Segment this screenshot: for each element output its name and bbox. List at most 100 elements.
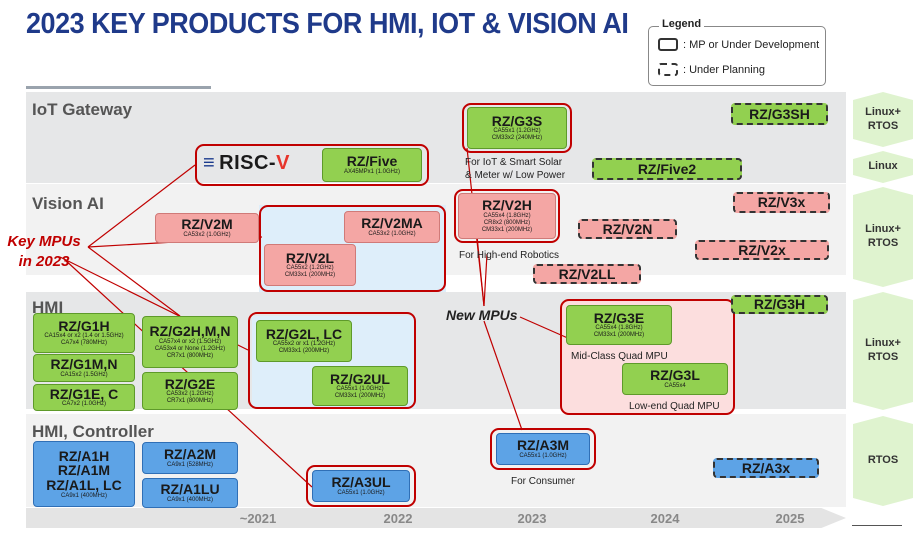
product-name: RZ/A1LU xyxy=(160,481,220,498)
product-rz-g3l[interactable]: RZ/G3L CA55x4 xyxy=(622,363,728,395)
product-name: RZ/G2UL xyxy=(330,370,390,387)
risc-v-logo-v: V xyxy=(276,152,290,174)
legend-solid-box-icon xyxy=(658,38,678,51)
product-spec: CA53x2 (1.0GHz) xyxy=(183,231,231,238)
timeline-year: 2025 xyxy=(775,511,805,526)
highlight-a3ul xyxy=(306,465,416,507)
product-spec: CA15x2 (1.5GHz) xyxy=(60,371,108,378)
product-name: RZ/A3UL xyxy=(331,474,391,491)
annotation-key-mpus: Key MPUs in 2023 xyxy=(7,233,81,270)
timeline-year: 2022 xyxy=(383,511,413,526)
product-name: RZ/V2MA xyxy=(361,215,423,232)
product-spec: CA15x4 or x2 (1.4 or 1.5GHz) CA7x4 (780M… xyxy=(44,333,124,347)
product-spec: CA7x2 (1.0GHz) xyxy=(61,401,106,408)
highlight-a3m xyxy=(490,428,596,470)
product-name: RZ/G3SH xyxy=(749,105,810,122)
segment-title-hmi-controller: HMI, Controller xyxy=(32,422,154,441)
product-spec: CA55x2 or x1 (1.2GHz) CM33x1 (200MHz) xyxy=(272,341,336,355)
segment-title-hmi: HMI xyxy=(32,298,64,317)
product-rz-g1mn[interactable]: RZ/G1M,N CA15x2 (1.5GHz) xyxy=(33,354,135,382)
highlight-hmi-2024 xyxy=(560,299,735,415)
product-rz-a1[interactable]: RZ/A1H RZ/A1M RZ/A1L, LC CA9x1 (400MHz) xyxy=(33,441,135,507)
product-rz-g2hmn[interactable]: RZ/G2H,M,N CA57x4 or x2 (1.5GHz) CA53x4 … xyxy=(142,316,238,368)
product-rz-five2[interactable]: RZ/Five2 xyxy=(592,158,742,180)
product-name: RZ/G1M,N xyxy=(50,356,118,373)
product-name: RZ/V3x xyxy=(757,194,806,211)
product-name: RZ/A3x xyxy=(741,459,791,476)
product-name: RZ/G2L, LC xyxy=(265,325,343,342)
product-name: RZ/G1H xyxy=(58,317,110,334)
timeline-year: ~2021 xyxy=(239,511,277,526)
risc-v-logo: ≡ RISC-V xyxy=(203,152,290,175)
product-name: RZ/V2M xyxy=(181,216,233,233)
legend-title: Legend xyxy=(659,18,705,30)
highlight-g3s xyxy=(462,103,572,153)
highlight-risc-v xyxy=(195,144,429,186)
product-name: RZ/G2E xyxy=(164,375,216,392)
timeline-axis xyxy=(26,508,846,528)
product-rz-g2e[interactable]: RZ/G2E CA53x2 (1.2GHz) CR7x1 (800MHz) xyxy=(142,372,238,410)
product-name: RZ/G3L xyxy=(650,367,700,384)
product-spec: CA9x1 (400MHz) xyxy=(60,492,107,499)
product-name: RZ/G1E, C xyxy=(49,385,119,402)
product-rz-a3ul[interactable]: RZ/A3UL CA55x1 (1.0GHz) xyxy=(312,470,410,502)
os-tag-controller: RTOS xyxy=(853,416,913,506)
highlight-hmi-2022 xyxy=(248,312,416,409)
segment-title-iot-gateway: IoT Gateway xyxy=(32,100,133,119)
product-rz-a3m[interactable]: RZ/A3M CA55x1 (1.0GHz) xyxy=(496,433,590,465)
product-spec: CA9x1 (528MHz) xyxy=(166,461,213,468)
product-spec: CA55x1 (1.0GHz) xyxy=(337,489,385,496)
os-tag-vision: Linux+ RTOS xyxy=(853,187,913,287)
product-rz-g2ul[interactable]: RZ/G2UL CA55x1 (1.0GHz) CM33x1 (200MHz) xyxy=(312,366,408,406)
product-rz-v2ll[interactable]: RZ/V2LL xyxy=(533,264,641,284)
timeline-year: 2024 xyxy=(650,511,680,526)
product-name: RZ/V2N xyxy=(602,220,653,237)
product-spec: CA55x2 (1.2GHz) CM33x1 (200MHz) xyxy=(284,265,336,279)
product-rz-v3x[interactable]: RZ/V3x xyxy=(733,192,830,213)
product-spec: CA9x1 (400MHz) xyxy=(166,496,213,503)
highlight-vision-2022 xyxy=(259,205,446,292)
legend-item-mp: : MP or Under Development xyxy=(683,39,820,51)
product-rz-a2m[interactable]: RZ/A2M CA9x1 (528MHz) xyxy=(142,442,238,474)
product-rz-g3s[interactable]: RZ/G3S CA55x1 (1.2GHz) CM33x2 (240MHz) xyxy=(467,107,567,149)
risc-v-logo-text: RISC-V xyxy=(219,152,290,174)
product-rz-g3sh[interactable]: RZ/G3SH xyxy=(731,103,828,125)
product-rz-v2h[interactable]: RZ/V2H CA55x4 (1.8GHz) CR8x2 (800MHz) CM… xyxy=(458,193,556,239)
product-rz-g1h[interactable]: RZ/G1H CA15x4 or x2 (1.4 or 1.5GHz) CA7x… xyxy=(33,313,135,353)
legend: Legend : MP or Under Development : Under… xyxy=(648,18,826,86)
product-spec: CA53x2 (1.2GHz) CR7x1 (800MHz) xyxy=(166,391,214,405)
product-spec: CA55x1 (1.0GHz) xyxy=(519,452,567,459)
product-name: RZ/A1H RZ/A1M RZ/A1L, LC xyxy=(46,447,122,493)
product-spec: CA55x4 (1.8GHz) CR8x2 (800MHz) CM33x1 (2… xyxy=(481,213,533,233)
legend-item-planning: : Under Planning xyxy=(683,64,765,76)
product-rz-v2x[interactable]: RZ/V2x xyxy=(695,240,829,260)
product-rz-a3x[interactable]: RZ/A3x xyxy=(713,458,819,478)
caption-g3l: Low-end Quad MPU xyxy=(629,401,720,412)
annotation-new-mpus: New MPUs xyxy=(446,307,518,323)
product-rz-five[interactable]: RZ/Five AX45MPx1 (1.0GHz) xyxy=(322,148,422,182)
product-name: RZ/A2M xyxy=(163,446,217,463)
product-name: RZ/G3E xyxy=(593,309,645,326)
product-spec: CA57x4 or x2 (1.5GHz) CA53x4 or None (1.… xyxy=(154,339,226,359)
risc-v-mark-icon: ≡ xyxy=(203,152,215,174)
product-rz-v2ma[interactable]: RZ/V2MA CA53x2 (1.0GHz) xyxy=(344,211,440,243)
bottom-rule xyxy=(852,525,902,526)
product-name: RZ/V2x xyxy=(738,241,786,258)
product-rz-v2m[interactable]: RZ/V2M CA53x2 (1.0GHz) xyxy=(155,213,259,243)
product-name: RZ/V2H xyxy=(482,197,532,214)
product-rz-v2l[interactable]: RZ/V2L CA55x2 (1.2GHz) CM33x1 (200MHz) xyxy=(264,244,356,286)
caption-g3s: For IoT & Smart Solar & Meter w/ Low Pow… xyxy=(465,157,566,181)
product-rz-g3e[interactable]: RZ/G3E CA55x4 (1.8GHz) CM33x1 (200MHz) xyxy=(566,305,672,345)
product-rz-a1lu[interactable]: RZ/A1LU CA9x1 (400MHz) xyxy=(142,478,238,508)
product-rz-g1ec[interactable]: RZ/G1E, C CA7x2 (1.0GHz) xyxy=(33,384,135,411)
product-rz-g2llc[interactable]: RZ/G2L, LC CA55x2 or x1 (1.2GHz) CM33x1 … xyxy=(256,320,352,362)
os-tag-hmi: Linux+ RTOS xyxy=(853,292,913,410)
product-rz-g3h[interactable]: RZ/G3H xyxy=(731,295,828,314)
highlight-v2h xyxy=(454,189,560,243)
os-tag-iot: Linux+ RTOS xyxy=(853,92,913,147)
segment-title-vision-ai: Vision AI xyxy=(32,194,104,213)
product-spec: CA55x1 (1.0GHz) CM33x1 (200MHz) xyxy=(334,386,386,400)
product-rz-v2n[interactable]: RZ/V2N xyxy=(578,219,677,239)
product-name: RZ/V2L xyxy=(285,249,335,266)
